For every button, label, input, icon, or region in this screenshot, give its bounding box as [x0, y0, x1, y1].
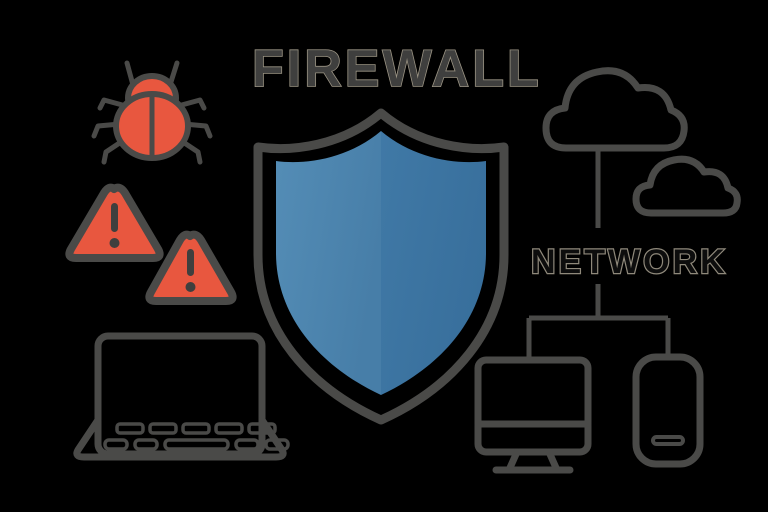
cloud-small-shape	[632, 155, 741, 217]
laptop-key	[264, 438, 290, 451]
laptop-icon	[73, 332, 287, 461]
network-connector-lines	[526, 148, 671, 362]
desktop-monitor-icon	[474, 356, 592, 474]
laptop-key	[214, 422, 244, 435]
network-label: NETWORK	[531, 243, 728, 281]
bug-leg-left-3	[101, 137, 127, 165]
laptop-key	[234, 438, 260, 451]
warning-triangle-small-exclamation-dot	[185, 282, 196, 292]
bug-leg-left-2	[91, 121, 123, 139]
smartphone-icon	[632, 353, 704, 468]
cloud-small	[632, 155, 741, 217]
bug-leg-right-2	[181, 121, 213, 139]
warning-triangle-small	[145, 230, 237, 305]
laptop-key	[133, 438, 159, 451]
warning-triangle-large-exclamation-dot	[109, 238, 120, 248]
laptop-keyboard	[103, 422, 290, 451]
bug-leg-right-1	[175, 97, 207, 111]
warning-triangle-small-exclamation-bar	[187, 249, 194, 276]
phone-body	[632, 353, 704, 468]
laptop-key	[103, 438, 129, 451]
shield-fill-left	[276, 131, 381, 395]
cloud-large-shape	[542, 67, 688, 152]
bug-leg-right-3	[177, 137, 203, 165]
bug-body-group	[113, 73, 191, 161]
laptop-spacebar	[163, 438, 230, 451]
phone-home-button	[651, 435, 685, 446]
laptop-key	[148, 422, 178, 435]
laptop-key	[115, 422, 145, 435]
laptop-key	[247, 422, 277, 435]
shield-outer-outline	[253, 108, 509, 425]
firewall-label: FIREWALL	[252, 40, 542, 98]
laptop-base	[73, 416, 287, 461]
warning-triangle-large	[65, 183, 164, 262]
shield-fill-right	[381, 131, 486, 395]
warning-triangle-large-exclamation-bar	[111, 203, 118, 232]
cloud-large	[542, 67, 688, 152]
laptop-key	[181, 422, 211, 435]
bug-leg-left-1	[97, 97, 129, 111]
monitor-body	[474, 356, 592, 456]
laptop-screen	[94, 332, 266, 458]
